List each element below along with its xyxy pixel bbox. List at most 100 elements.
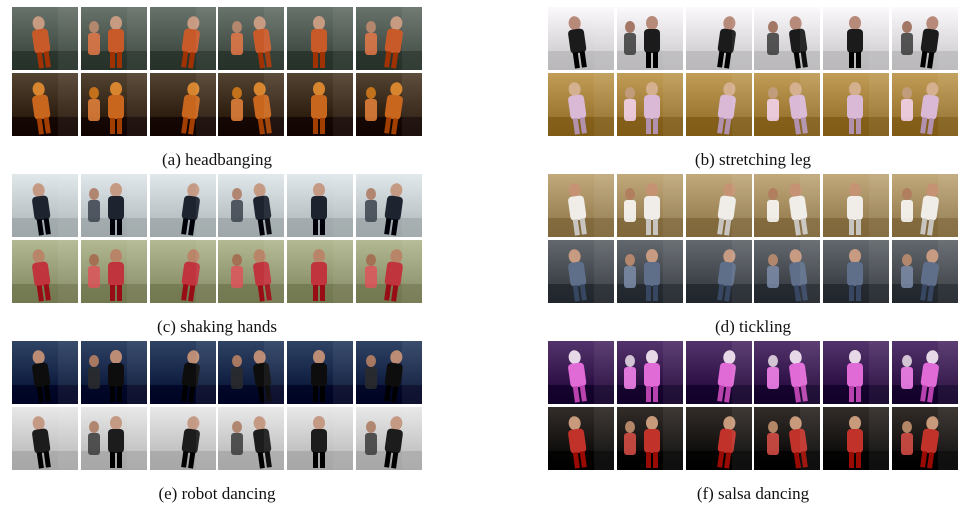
video-frame xyxy=(287,407,354,470)
video-frame xyxy=(891,407,958,470)
frame-image xyxy=(218,73,285,136)
frame-image xyxy=(12,240,78,303)
frame-image xyxy=(12,341,78,404)
frame-grid xyxy=(12,341,422,470)
caption-tickling: (d) tickling xyxy=(714,317,791,336)
frame-image xyxy=(355,174,422,237)
frame-image xyxy=(218,240,285,303)
frame-image xyxy=(12,7,78,70)
video-frame xyxy=(287,73,354,136)
video-frame xyxy=(823,240,890,303)
frame-image xyxy=(685,341,752,404)
frame-image xyxy=(616,7,683,70)
frame-image xyxy=(548,73,614,136)
frame-image xyxy=(548,407,614,470)
frame-image xyxy=(754,73,821,136)
frame-image xyxy=(685,7,752,70)
video-frame xyxy=(355,174,422,237)
frame-image xyxy=(616,174,683,237)
frame-grid xyxy=(548,174,958,303)
video-frame xyxy=(754,73,821,136)
video-frame xyxy=(80,240,147,303)
frame-image xyxy=(823,240,890,303)
frame-image xyxy=(218,407,285,470)
video-frame xyxy=(218,174,285,237)
caption-headbanging: (a) headbanging xyxy=(162,150,272,169)
video-frame xyxy=(548,7,614,70)
video-frame xyxy=(754,240,821,303)
frame-image xyxy=(12,407,78,470)
video-frame xyxy=(80,174,147,237)
frame-image xyxy=(149,73,216,136)
video-frame xyxy=(891,7,958,70)
frame-image xyxy=(149,7,216,70)
panel-robot-dancing xyxy=(12,341,422,470)
video-frame xyxy=(548,240,614,303)
frame-image xyxy=(891,240,958,303)
video-frame xyxy=(287,7,354,70)
frame-image xyxy=(287,240,354,303)
video-frame xyxy=(355,240,422,303)
panel-shaking-hands xyxy=(12,174,422,303)
video-frame xyxy=(548,407,614,470)
frame-image xyxy=(287,174,354,237)
frame-image xyxy=(80,407,147,470)
video-frame xyxy=(548,341,614,404)
frame-image xyxy=(355,7,422,70)
video-frame xyxy=(616,341,683,404)
frame-image xyxy=(355,73,422,136)
video-frame xyxy=(287,240,354,303)
frame-image xyxy=(891,174,958,237)
video-frame xyxy=(80,73,147,136)
video-frame xyxy=(754,407,821,470)
frame-image xyxy=(218,174,285,237)
video-frame xyxy=(685,7,752,70)
frame-grid xyxy=(548,341,958,470)
frame-image xyxy=(891,407,958,470)
video-frame xyxy=(218,341,285,404)
frame-image xyxy=(287,341,354,404)
frame-image xyxy=(548,341,614,404)
caption-shaking-hands: (c) shaking hands xyxy=(157,317,277,336)
video-frame xyxy=(616,407,683,470)
video-frame xyxy=(149,341,216,404)
panel-tickling xyxy=(548,174,958,303)
frame-image xyxy=(80,341,147,404)
frame-image xyxy=(891,341,958,404)
frame-image xyxy=(355,407,422,470)
video-frame xyxy=(12,174,78,237)
video-frame xyxy=(149,174,216,237)
video-frame xyxy=(355,7,422,70)
video-frame xyxy=(823,7,890,70)
video-frame xyxy=(754,341,821,404)
video-frame xyxy=(218,73,285,136)
video-frame xyxy=(12,73,78,136)
frame-image xyxy=(355,341,422,404)
video-frame xyxy=(12,407,78,470)
frame-image xyxy=(149,407,216,470)
panel-stretching-leg xyxy=(548,7,958,136)
frame-image xyxy=(616,407,683,470)
frame-image xyxy=(891,7,958,70)
video-frame xyxy=(355,341,422,404)
video-frame xyxy=(80,7,147,70)
frame-image xyxy=(548,240,614,303)
caption-robot-dancing: (e) robot dancing xyxy=(158,484,276,503)
frame-image xyxy=(149,341,216,404)
frame-image xyxy=(685,73,752,136)
frame-image xyxy=(823,407,890,470)
video-frame xyxy=(355,73,422,136)
video-frame xyxy=(754,7,821,70)
frame-image xyxy=(218,341,285,404)
frame-image xyxy=(287,407,354,470)
frame-image xyxy=(685,407,752,470)
video-frame xyxy=(754,174,821,237)
video-frame xyxy=(891,240,958,303)
frame-image xyxy=(685,240,752,303)
panel-salsa-dancing xyxy=(548,341,958,470)
frame-image xyxy=(754,7,821,70)
video-frame xyxy=(80,407,147,470)
video-frame xyxy=(149,240,216,303)
caption-salsa-dancing: (f) salsa dancing xyxy=(696,484,810,503)
video-frame xyxy=(685,174,752,237)
